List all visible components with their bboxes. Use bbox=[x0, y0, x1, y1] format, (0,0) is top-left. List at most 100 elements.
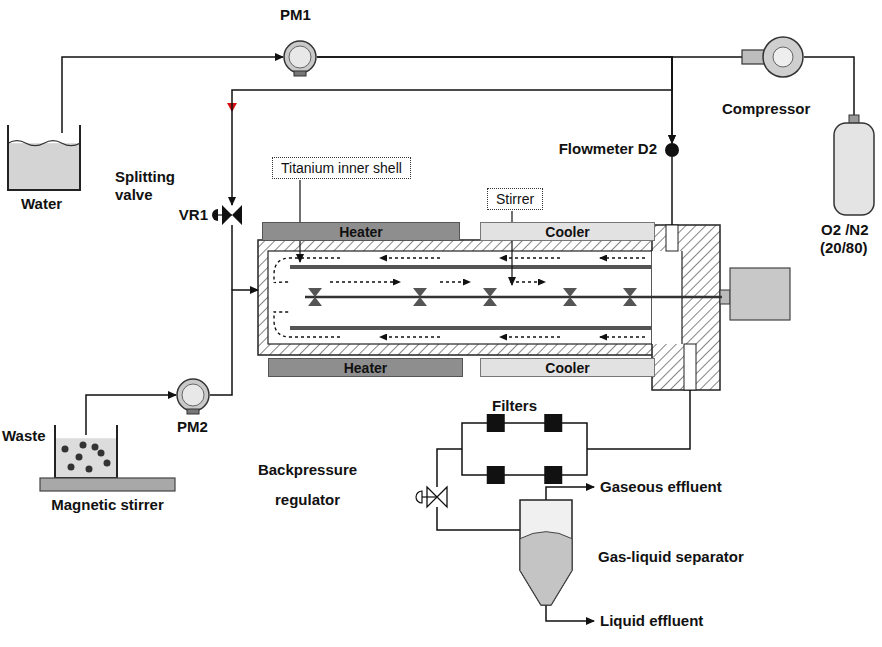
drawing-path bbox=[8, 125, 80, 190]
cooler-band: Cooler bbox=[480, 222, 655, 241]
drawing-path bbox=[55, 425, 117, 478]
backpressure-valve-outline bbox=[427, 487, 447, 507]
drawing-rect bbox=[652, 225, 720, 390]
drawing-path bbox=[274, 312, 340, 337]
outlet-label: Gaseous effluent bbox=[600, 478, 722, 496]
part-label: Compressor bbox=[722, 100, 810, 118]
drawing-line bbox=[299, 180, 300, 262]
pump-symbol: PM2 bbox=[176, 378, 210, 412]
drawing-path bbox=[308, 288, 322, 306]
gas-cylinder-outline bbox=[834, 115, 874, 215]
drawing-path bbox=[274, 258, 340, 283]
part-label: Gas-liquid separator bbox=[598, 548, 744, 566]
drawing-line bbox=[500, 336, 560, 337]
backpressure-valve: Backpressure regulator bbox=[427, 487, 447, 507]
drawing-path bbox=[520, 532, 572, 605]
pipe-connector bbox=[437, 507, 520, 530]
drawing-line bbox=[500, 257, 560, 258]
part-label: Water bbox=[21, 195, 62, 213]
drawing-path bbox=[212, 209, 218, 221]
pump-symbol-outline bbox=[176, 378, 210, 412]
box-label: Cooler bbox=[545, 360, 589, 376]
outlet-label: Liquid effluent bbox=[600, 612, 703, 630]
drawing-circle bbox=[665, 143, 679, 157]
drawing-rect bbox=[684, 344, 696, 390]
part-label: Flowmeter D2 bbox=[559, 140, 657, 158]
drawing-circle bbox=[80, 442, 87, 449]
pump-symbol: PM1 bbox=[283, 40, 317, 74]
magnetic-stirrer-outline bbox=[40, 478, 175, 491]
heater-band: Heater bbox=[262, 222, 460, 241]
part-label: PM2 bbox=[177, 418, 208, 436]
drawing-rect bbox=[294, 71, 306, 76]
part-label: PM1 bbox=[280, 6, 311, 24]
separator-vessel-outline bbox=[520, 500, 572, 605]
splitting-valve: Splitting valveVR1 bbox=[222, 205, 242, 225]
box-label: Cooler bbox=[545, 224, 589, 240]
drawing-polyline bbox=[546, 487, 594, 500]
pipe-connector bbox=[437, 449, 462, 487]
drawing-rect bbox=[730, 268, 790, 320]
drawing-line bbox=[510, 281, 545, 282]
drawing-line bbox=[380, 336, 440, 337]
drawing-rect bbox=[290, 265, 652, 269]
drawing-line bbox=[600, 257, 645, 258]
drawing-rect bbox=[462, 423, 587, 475]
drawing-rect bbox=[834, 123, 874, 215]
part-label: Filters bbox=[492, 397, 537, 415]
drawing-g bbox=[274, 258, 645, 337]
drawing-circle bbox=[177, 379, 209, 411]
drawing-circle bbox=[289, 46, 311, 68]
drawing-line bbox=[330, 281, 400, 282]
drawing-line bbox=[422, 496, 437, 497]
drawing-polyline bbox=[587, 390, 690, 449]
drawing-rect bbox=[544, 466, 562, 484]
box-label: Heater bbox=[344, 360, 388, 376]
flowmeter-outline bbox=[665, 143, 679, 157]
part-label: O2 /N2 bbox=[821, 221, 869, 239]
part-label: Splitting valve bbox=[115, 168, 189, 204]
water-tank-outline bbox=[8, 125, 80, 190]
part-label: Waste bbox=[2, 427, 46, 445]
drawing-polyline bbox=[210, 290, 258, 395]
compressor-symbol-outline bbox=[742, 37, 804, 77]
drawing-circle bbox=[86, 466, 93, 473]
drawing-rect bbox=[8, 143, 80, 190]
drawing-polyline bbox=[546, 605, 594, 621]
callout-box: Stirrer bbox=[487, 188, 543, 210]
drawing-rect bbox=[290, 326, 652, 330]
waste-beaker-outline bbox=[55, 425, 117, 478]
drawing-circle bbox=[92, 444, 99, 451]
box-label: Titanium inner shell bbox=[281, 160, 402, 176]
drawing-circle bbox=[68, 464, 75, 471]
drawing-line bbox=[671, 157, 673, 225]
part-label: (20/80) bbox=[820, 239, 868, 257]
drawing-rect bbox=[187, 409, 199, 414]
drawing-circle bbox=[763, 37, 803, 77]
pipe-connector bbox=[317, 57, 672, 143]
drawing-line bbox=[600, 336, 645, 337]
gas-cylinder: O2 /N2(20/80) bbox=[834, 115, 874, 215]
drawing-circle bbox=[284, 41, 316, 73]
waste-beaker: Waste bbox=[55, 425, 117, 478]
drawing-rect bbox=[55, 438, 117, 478]
part-label: Magnetic stirrer bbox=[51, 496, 164, 514]
box-label: Heater bbox=[339, 224, 383, 240]
drawing-line bbox=[231, 225, 233, 290]
filter-bank: Filters bbox=[462, 423, 587, 475]
drawing-circle bbox=[182, 384, 204, 406]
compressor-symbol: Compressor bbox=[742, 37, 804, 77]
pipe-connector bbox=[804, 57, 854, 115]
part-label: Backpressure regulator bbox=[245, 455, 370, 515]
drawing-circle bbox=[76, 454, 83, 461]
drawing-circle bbox=[62, 446, 69, 453]
part-label: VR1 bbox=[179, 206, 208, 224]
drawing-circle bbox=[98, 450, 105, 457]
drawing-path bbox=[8, 141, 80, 146]
drawing-line bbox=[305, 296, 722, 299]
splitting-valve-outline bbox=[222, 205, 242, 225]
pipe-connector bbox=[86, 395, 176, 435]
